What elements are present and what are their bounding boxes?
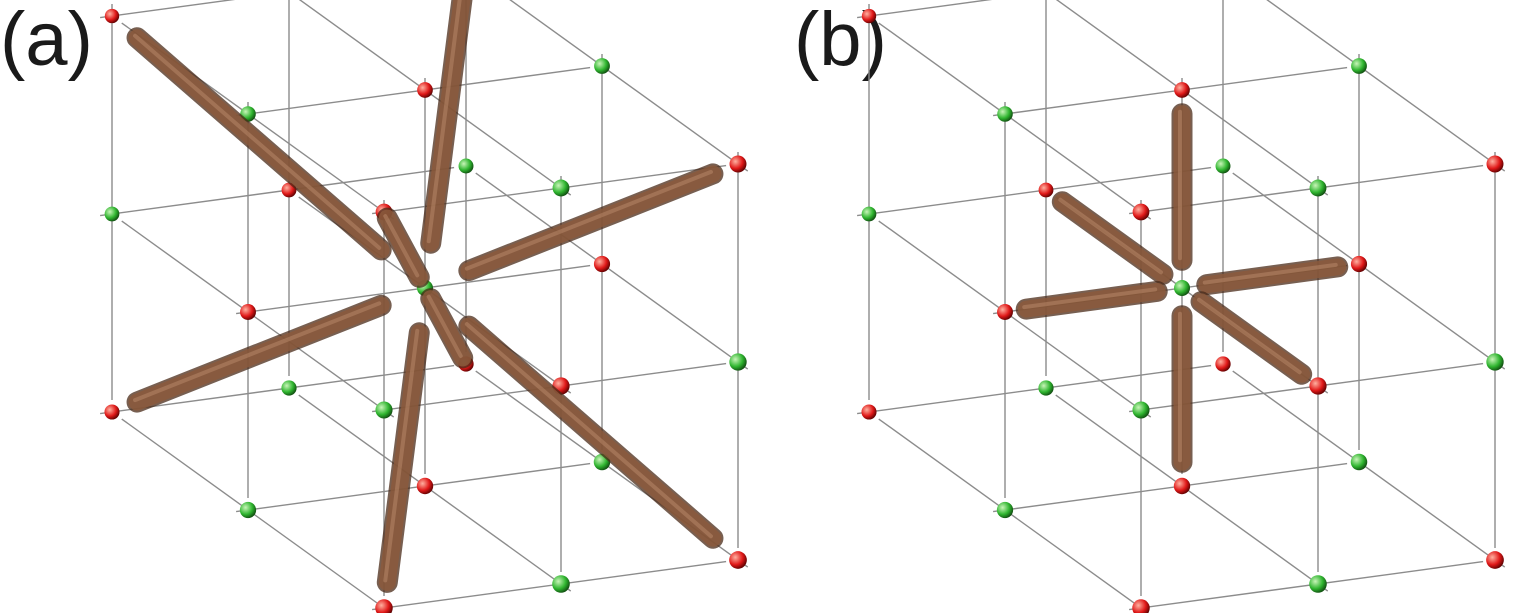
lattice-edge [236,264,591,315]
atom-green [375,401,393,419]
atom-green [1215,158,1231,174]
atom-red [1486,551,1504,569]
atom-green [1350,453,1368,471]
bond-rod [1015,280,1168,320]
atom-red [1174,82,1190,98]
bond-rod [458,315,724,549]
lattice-edge [857,166,1212,217]
atom-red [593,255,611,273]
lattice-edge [372,560,727,611]
atom-green [281,380,297,396]
atom-green [239,501,257,519]
bond-rod [420,0,473,254]
lattice-edge [1055,394,1329,592]
bond-rod [376,207,430,288]
bond-rod [1171,305,1193,473]
lattice-edge [475,172,749,370]
atom-green [1309,575,1327,593]
bond-rod [1196,256,1349,296]
atom-red [1038,182,1054,198]
lattice-edge [1266,0,1506,172]
panel-label-a: (a) [0,0,93,82]
atom-green [996,501,1014,519]
bond-rod [420,288,474,369]
lattice-edge [1232,370,1506,568]
atom-red [861,404,877,420]
lattice-edge [878,22,1152,220]
atom-red [417,82,433,98]
atom-red [861,8,877,24]
lattice-edge [1232,172,1506,370]
lattice-edge [878,220,1152,418]
atom-green [458,158,474,174]
bond-rod [1171,103,1193,271]
atom-red [729,155,747,173]
atom-red [1132,203,1150,221]
atom-red [729,551,747,569]
lattice-edge [100,0,236,19]
atom-red [240,304,256,320]
atom-green [594,58,610,74]
atom-red [1173,477,1191,495]
bond-rod [1190,291,1313,385]
lattice-edge [993,66,1348,117]
bond-rod [458,163,724,282]
lattice-edge [878,418,1150,613]
atom-green [104,206,120,222]
lattice-diagram-b [857,0,1506,613]
lattice-edge [298,0,572,196]
lattice-edge [857,364,1212,415]
lattice-edge [236,462,591,513]
atom-green [729,353,747,371]
atom-red [1215,356,1231,372]
lattice-edge [100,166,455,217]
atom-green [1309,179,1327,197]
atom-red [375,599,393,613]
atom-green [1038,380,1054,396]
atom-red [104,404,120,420]
atom-red [104,8,120,24]
lattice-edge [121,418,393,613]
atom-red [997,304,1013,320]
bond-rod [126,27,392,261]
panel-b: (b) [757,0,1513,613]
lattice-edge [100,364,455,415]
atom-green [552,575,570,593]
atom-green [997,106,1013,122]
lattice-edge [236,66,591,117]
atom-red [416,477,434,495]
atom-red [1309,377,1327,395]
bond-rods [861,8,1504,613]
atom-green [1173,279,1191,297]
atom-red [1132,599,1150,613]
atom-red [1486,155,1504,173]
lattice-edge [121,220,395,418]
bond-rod [126,294,392,413]
lattice-edge [857,0,993,19]
lattice-edge [298,394,572,592]
bond-rods [104,0,747,613]
bond-rod [376,322,430,593]
lattice-edge [1055,0,1329,196]
atom-green [1132,401,1150,419]
atom-green [1351,58,1367,74]
panel-a: (a) [0,0,756,613]
lattice-edge [509,0,749,172]
lattice-diagram-a [100,0,749,613]
atom-green [552,179,570,197]
atom-green [861,206,877,222]
atom-green [1486,353,1504,371]
lattice-edge [993,462,1348,513]
atom-red [1350,255,1368,273]
lattice-edge [1129,560,1484,611]
bond-rod [1051,191,1174,285]
